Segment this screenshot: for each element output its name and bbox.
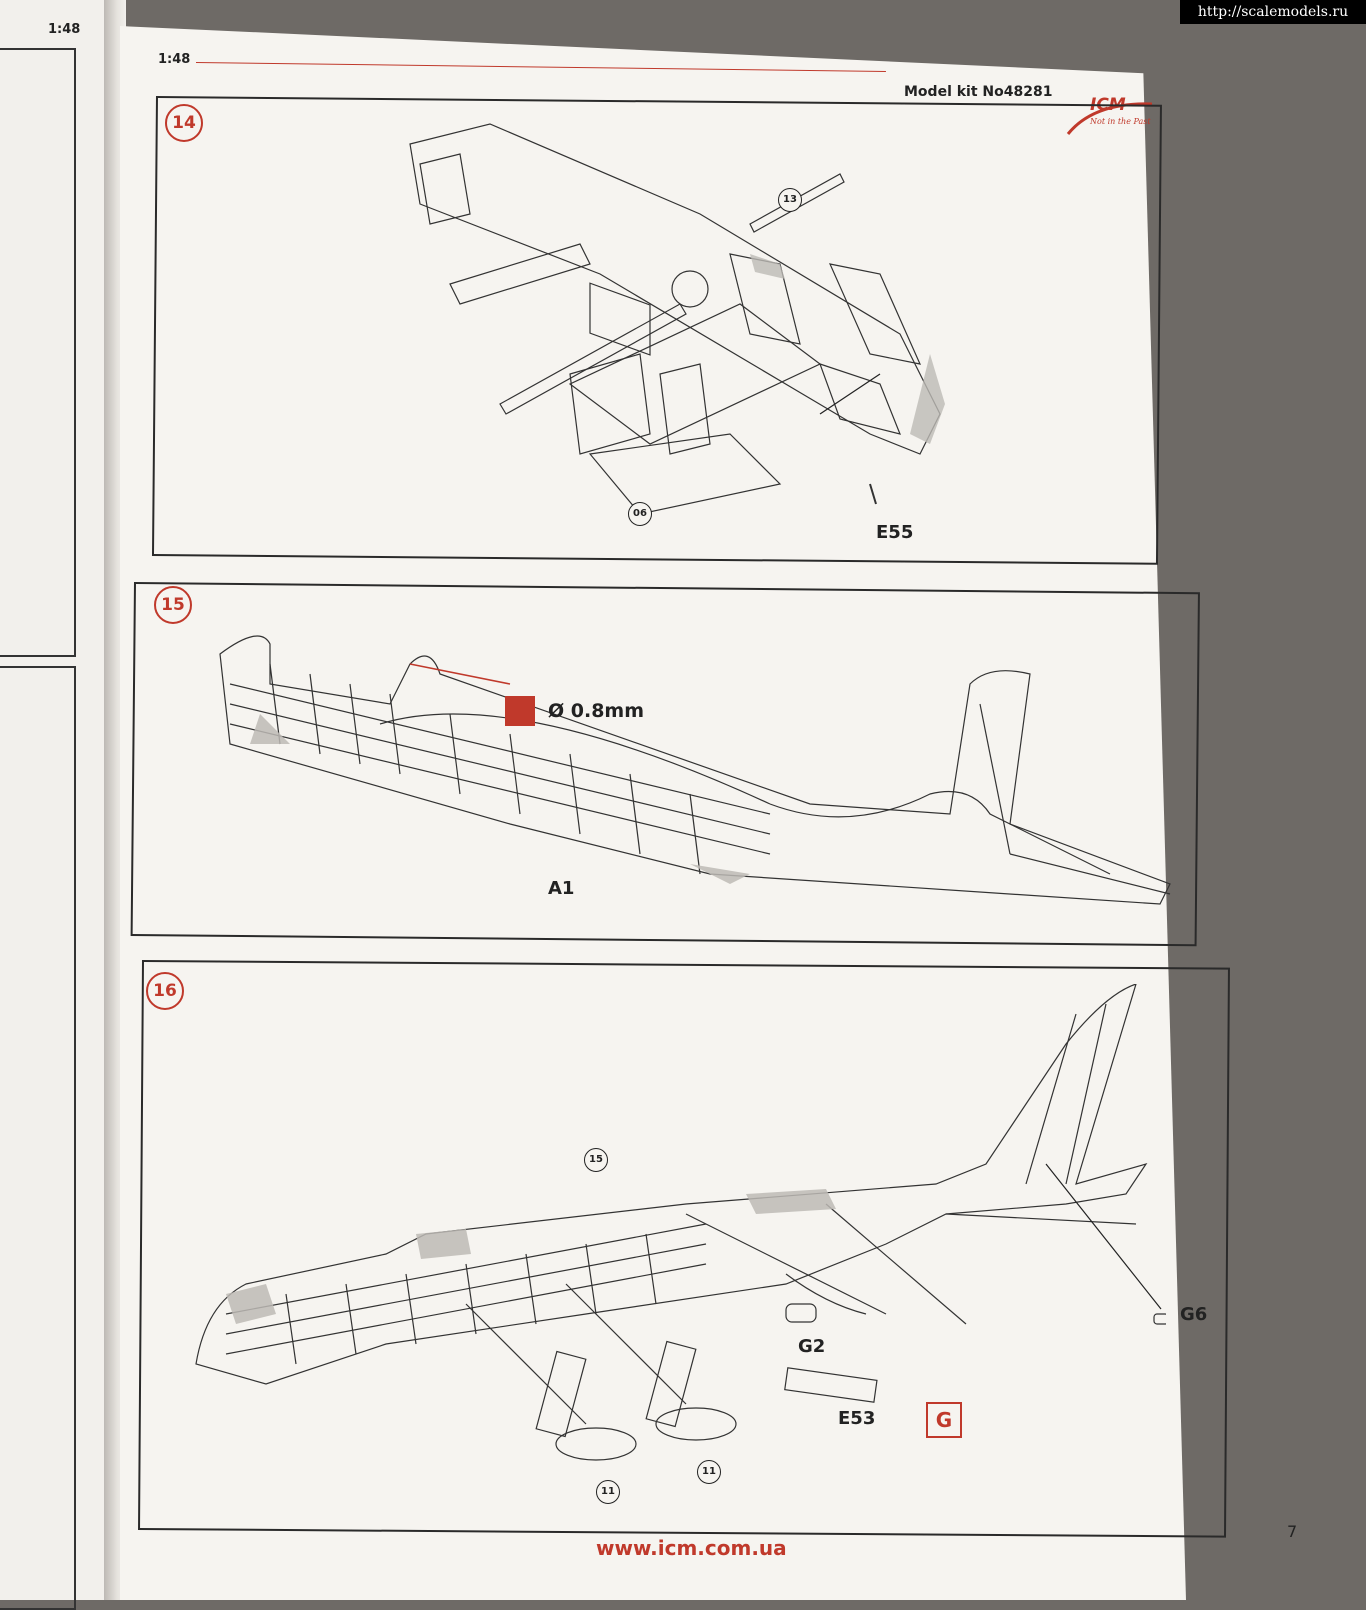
watermark: http://scalemodels.ru [1180,0,1366,24]
step-16-ref-11-b: 11 [697,1460,721,1484]
logo-brand: ICM [1090,95,1126,115]
left-page-panel-top [0,48,76,657]
left-page-scale: 1:48 [48,22,81,37]
step-15-part-a1: A1 [548,878,575,899]
page-number: 7 [1287,1522,1298,1541]
kit-number: Model kit No48281 [904,84,1053,100]
step-16-part-g2: G2 [798,1336,826,1357]
step-16-ref-11-a: 11 [596,1480,620,1504]
instruction-page [120,26,1186,1600]
footer-url[interactable]: www.icm.com.ua [596,1536,787,1560]
step-14-ref-13: 13 [778,188,802,212]
step-16-ref-15: 15 [584,1148,608,1172]
step-15-fuselage-drawing [219,635,1171,905]
step-15-badge: 15 [154,586,192,624]
step-15-drill-size: Ø 0.8mm [548,700,645,722]
step-16-badge: 16 [146,972,184,1010]
step-14-cockpit-drawing [409,123,945,515]
page-scale: 1:48 [158,52,191,67]
drill-icon [505,696,535,726]
step-14-ref-06: 06 [628,502,652,526]
logo-slogan: Not in the Past [1090,117,1151,126]
step-14-badge: 14 [165,104,203,142]
step-16-fuselage-drawing [195,984,1166,1461]
step-16-part-g6: G6 [1180,1304,1208,1325]
icm-logo-icon [1066,102,1153,135]
left-page: 1:48 [0,0,108,1610]
step-16-sprue-g-badge: G [926,1402,962,1438]
left-page-panel-bottom [0,666,76,1610]
step-16-part-e53: E53 [838,1408,876,1429]
step-14-part-e55: E55 [876,522,914,543]
